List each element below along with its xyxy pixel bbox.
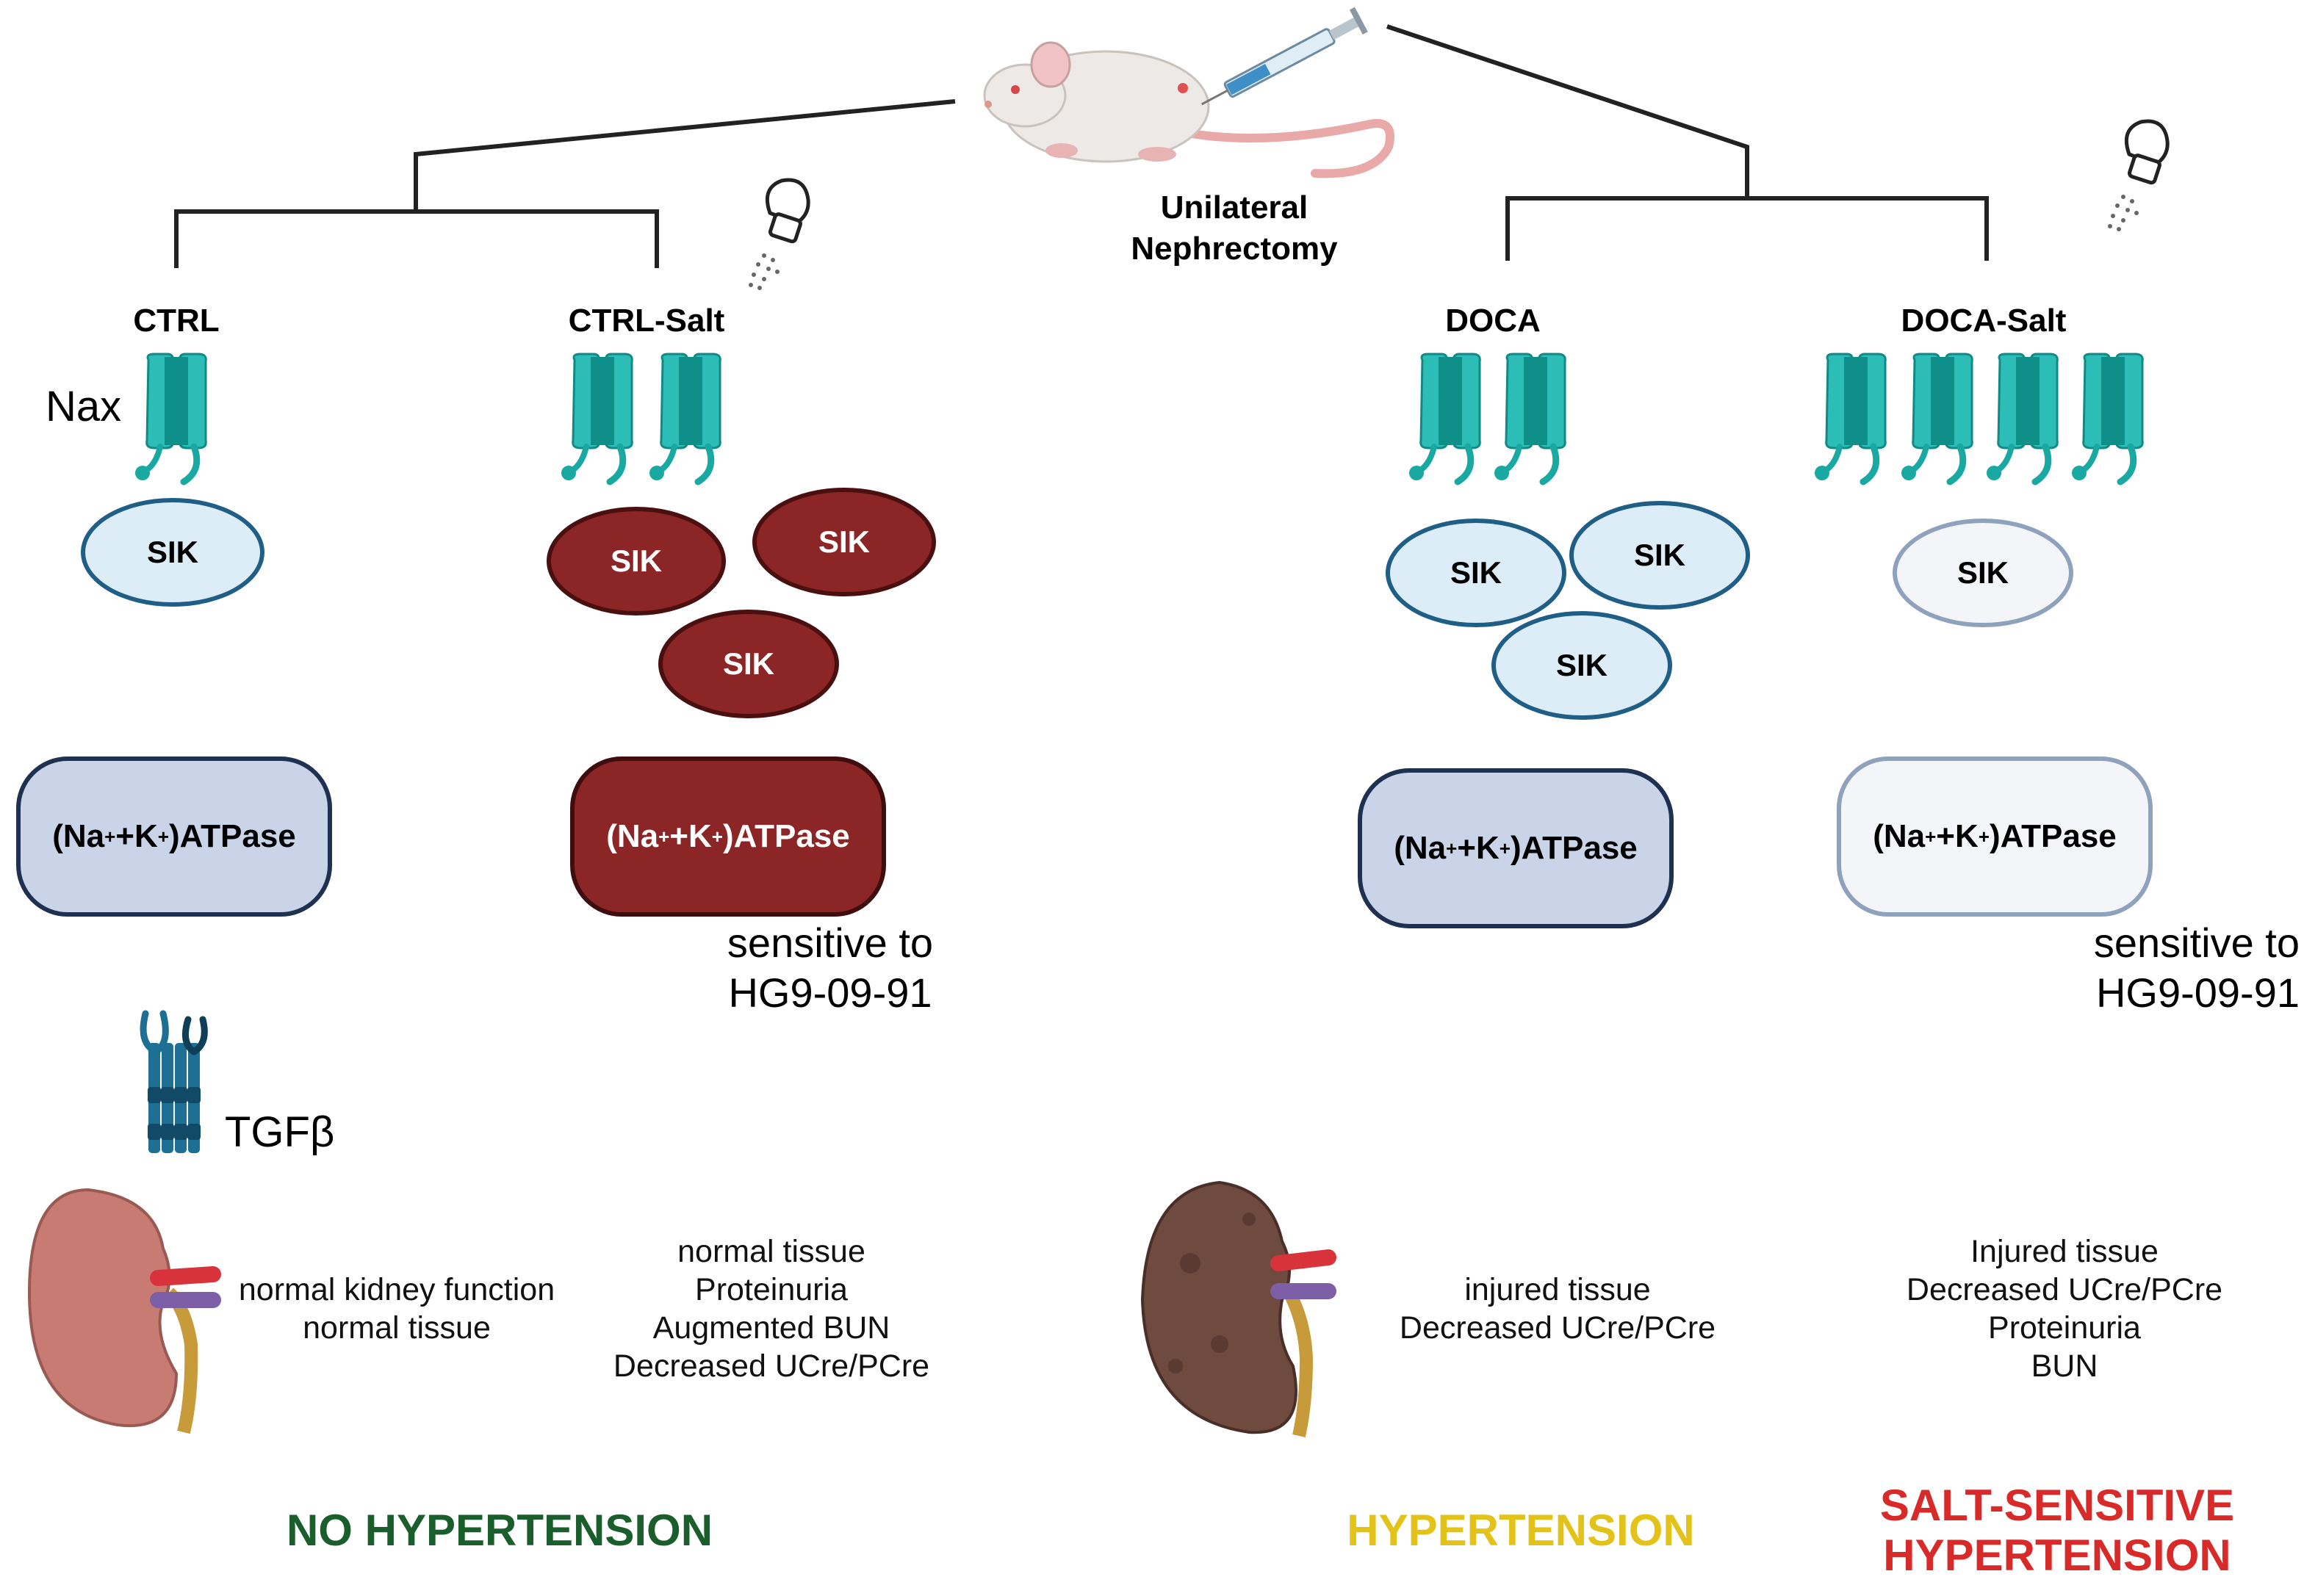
atpase-sup: +: [711, 825, 723, 848]
sik-ellipse: SIK: [547, 507, 726, 615]
procedure-label: Unilateral Nephrectomy: [1131, 189, 1338, 267]
atpase-box: (Na++K+)ATPase: [1837, 757, 2153, 917]
sik-ellipse: SIK: [1386, 519, 1566, 627]
salt-shaker-icon: [749, 180, 808, 290]
kidney-icon: [1140, 1180, 1336, 1437]
sik-ellipse: SIK: [1491, 611, 1672, 720]
ctrl-salt-findings: normal tissue Proteinuria Augmented BUN …: [613, 1234, 930, 1384]
group-label-ctrl-salt: CTRL-Salt: [568, 303, 725, 339]
outcome-hypertension: HYPERTENSION: [1347, 1506, 1695, 1555]
doca-salt-findings: Injured tissue Decreased UCre/PCre Prote…: [1906, 1234, 2223, 1384]
atpase-suffix: )ATPase: [1510, 830, 1638, 866]
atpase-sup: +: [1446, 837, 1458, 859]
atpase-sup: +: [1499, 837, 1511, 859]
atpase-prefix: (Na: [52, 818, 105, 854]
inhibitor-sensitivity-note: sensitive to HG9-09-91: [2093, 920, 2300, 1016]
atpase-sup: +: [1925, 825, 1937, 848]
outcome-no-hypertension: NO HYPERTENSION: [286, 1506, 713, 1555]
sik-ellipse: SIK: [752, 488, 936, 596]
ctrl-findings: normal kidney function normal tissue: [238, 1272, 555, 1346]
atpase-mid: +K: [115, 818, 158, 854]
atpase-suffix: )ATPase: [1989, 818, 2117, 854]
sik-ellipse: SIK: [1893, 519, 2073, 627]
syringe-icon: [1200, 7, 1368, 106]
atpase-sup: +: [157, 825, 169, 848]
outcome-salt-sensitive-hypertension: SALT-SENSITIVE HYPERTENSION: [1879, 1481, 2235, 1580]
atpase-box: (Na++K+)ATPase: [1358, 768, 1674, 928]
kidney-icon: [27, 1188, 221, 1434]
sik-ellipse: SIK: [658, 610, 839, 718]
atpase-prefix: (Na: [606, 818, 659, 854]
nax-channel-icon: [1409, 354, 1480, 482]
sik-ellipse: SIK: [1569, 501, 1750, 610]
nax-channel-icon: [1987, 354, 2057, 482]
tgf-label: TGFβ: [225, 1108, 335, 1156]
nax-channel-icon: [1901, 354, 1972, 482]
mouse-icon: [983, 41, 1394, 178]
atpase-prefix: (Na: [1873, 818, 1926, 854]
atpase-prefix: (Na: [1394, 830, 1447, 866]
doca-findings: injured tissue Decreased UCre/PCre: [1399, 1272, 1716, 1346]
group-label-doca-salt: DOCA-Salt: [1901, 303, 2067, 339]
atpase-sup: +: [1978, 825, 1990, 848]
nax-channel-icon: [1494, 354, 1565, 482]
atpase-sup: +: [658, 825, 670, 848]
atpase-mid: +K: [669, 818, 712, 854]
atpase-box: (Na++K+)ATPase: [570, 757, 886, 917]
nax-label: Nax: [46, 383, 122, 430]
group-label-doca: DOCA: [1445, 303, 1541, 339]
nax-channel-icon: [135, 354, 206, 482]
atpase-mid: +K: [1457, 830, 1500, 866]
nax-channel-icon: [1815, 354, 1885, 482]
sik-ellipse: SIK: [81, 498, 264, 607]
nax-channel-icon: [2072, 354, 2142, 482]
inhibitor-sensitivity-note: sensitive to HG9-09-91: [727, 920, 934, 1016]
atpase-suffix: )ATPase: [722, 818, 850, 854]
group-label-ctrl: CTRL: [133, 303, 220, 339]
atpase-mid: +K: [1936, 818, 1979, 854]
tgf-receptor-icon: [140, 1010, 208, 1153]
atpase-box: (Na++K+)ATPase: [16, 757, 332, 917]
nax-channel-icon: [649, 354, 720, 482]
atpase-sup: +: [104, 825, 116, 848]
salt-shaker-icon: [2108, 121, 2167, 231]
tree-connectors: [174, 24, 1989, 268]
nax-channel-icon: [561, 354, 632, 482]
atpase-suffix: )ATPase: [168, 818, 296, 854]
